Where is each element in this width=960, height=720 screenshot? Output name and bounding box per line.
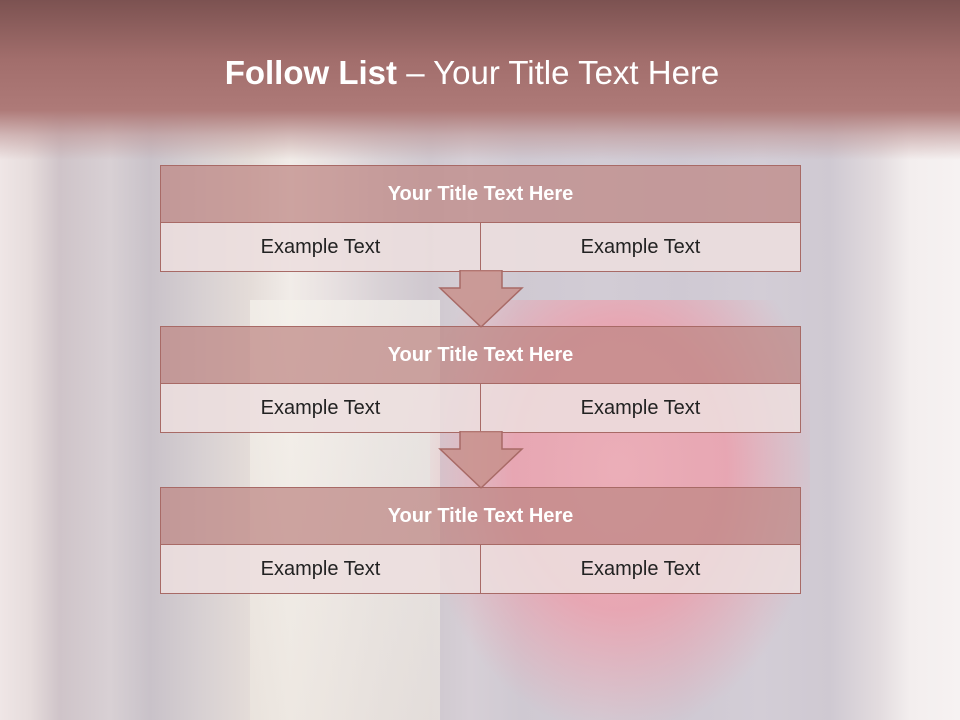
header-band — [0, 0, 960, 160]
down-arrow-icon — [438, 431, 524, 489]
block-title: Your Title Text Here — [160, 326, 801, 384]
page-title: Follow List – Your Title Text Here — [0, 54, 944, 92]
block-cell-right: Example Text — [480, 383, 801, 433]
down-arrow-icon — [438, 270, 524, 328]
flow-block-1: Your Title Text Here Example Text Exampl… — [160, 165, 801, 272]
page-title-rest: – Your Title Text Here — [397, 54, 720, 91]
block-title: Your Title Text Here — [160, 487, 801, 545]
flow-block-2: Your Title Text Here Example Text Exampl… — [160, 326, 801, 433]
page-title-bold: Follow List — [224, 54, 398, 91]
flow-block-3: Your Title Text Here Example Text Exampl… — [160, 487, 801, 594]
block-cell-right: Example Text — [480, 544, 801, 594]
block-cell-right: Example Text — [480, 222, 801, 272]
block-cell-left: Example Text — [160, 544, 481, 594]
block-title: Your Title Text Here — [160, 165, 801, 223]
block-cell-left: Example Text — [160, 383, 481, 433]
block-cell-left: Example Text — [160, 222, 481, 272]
